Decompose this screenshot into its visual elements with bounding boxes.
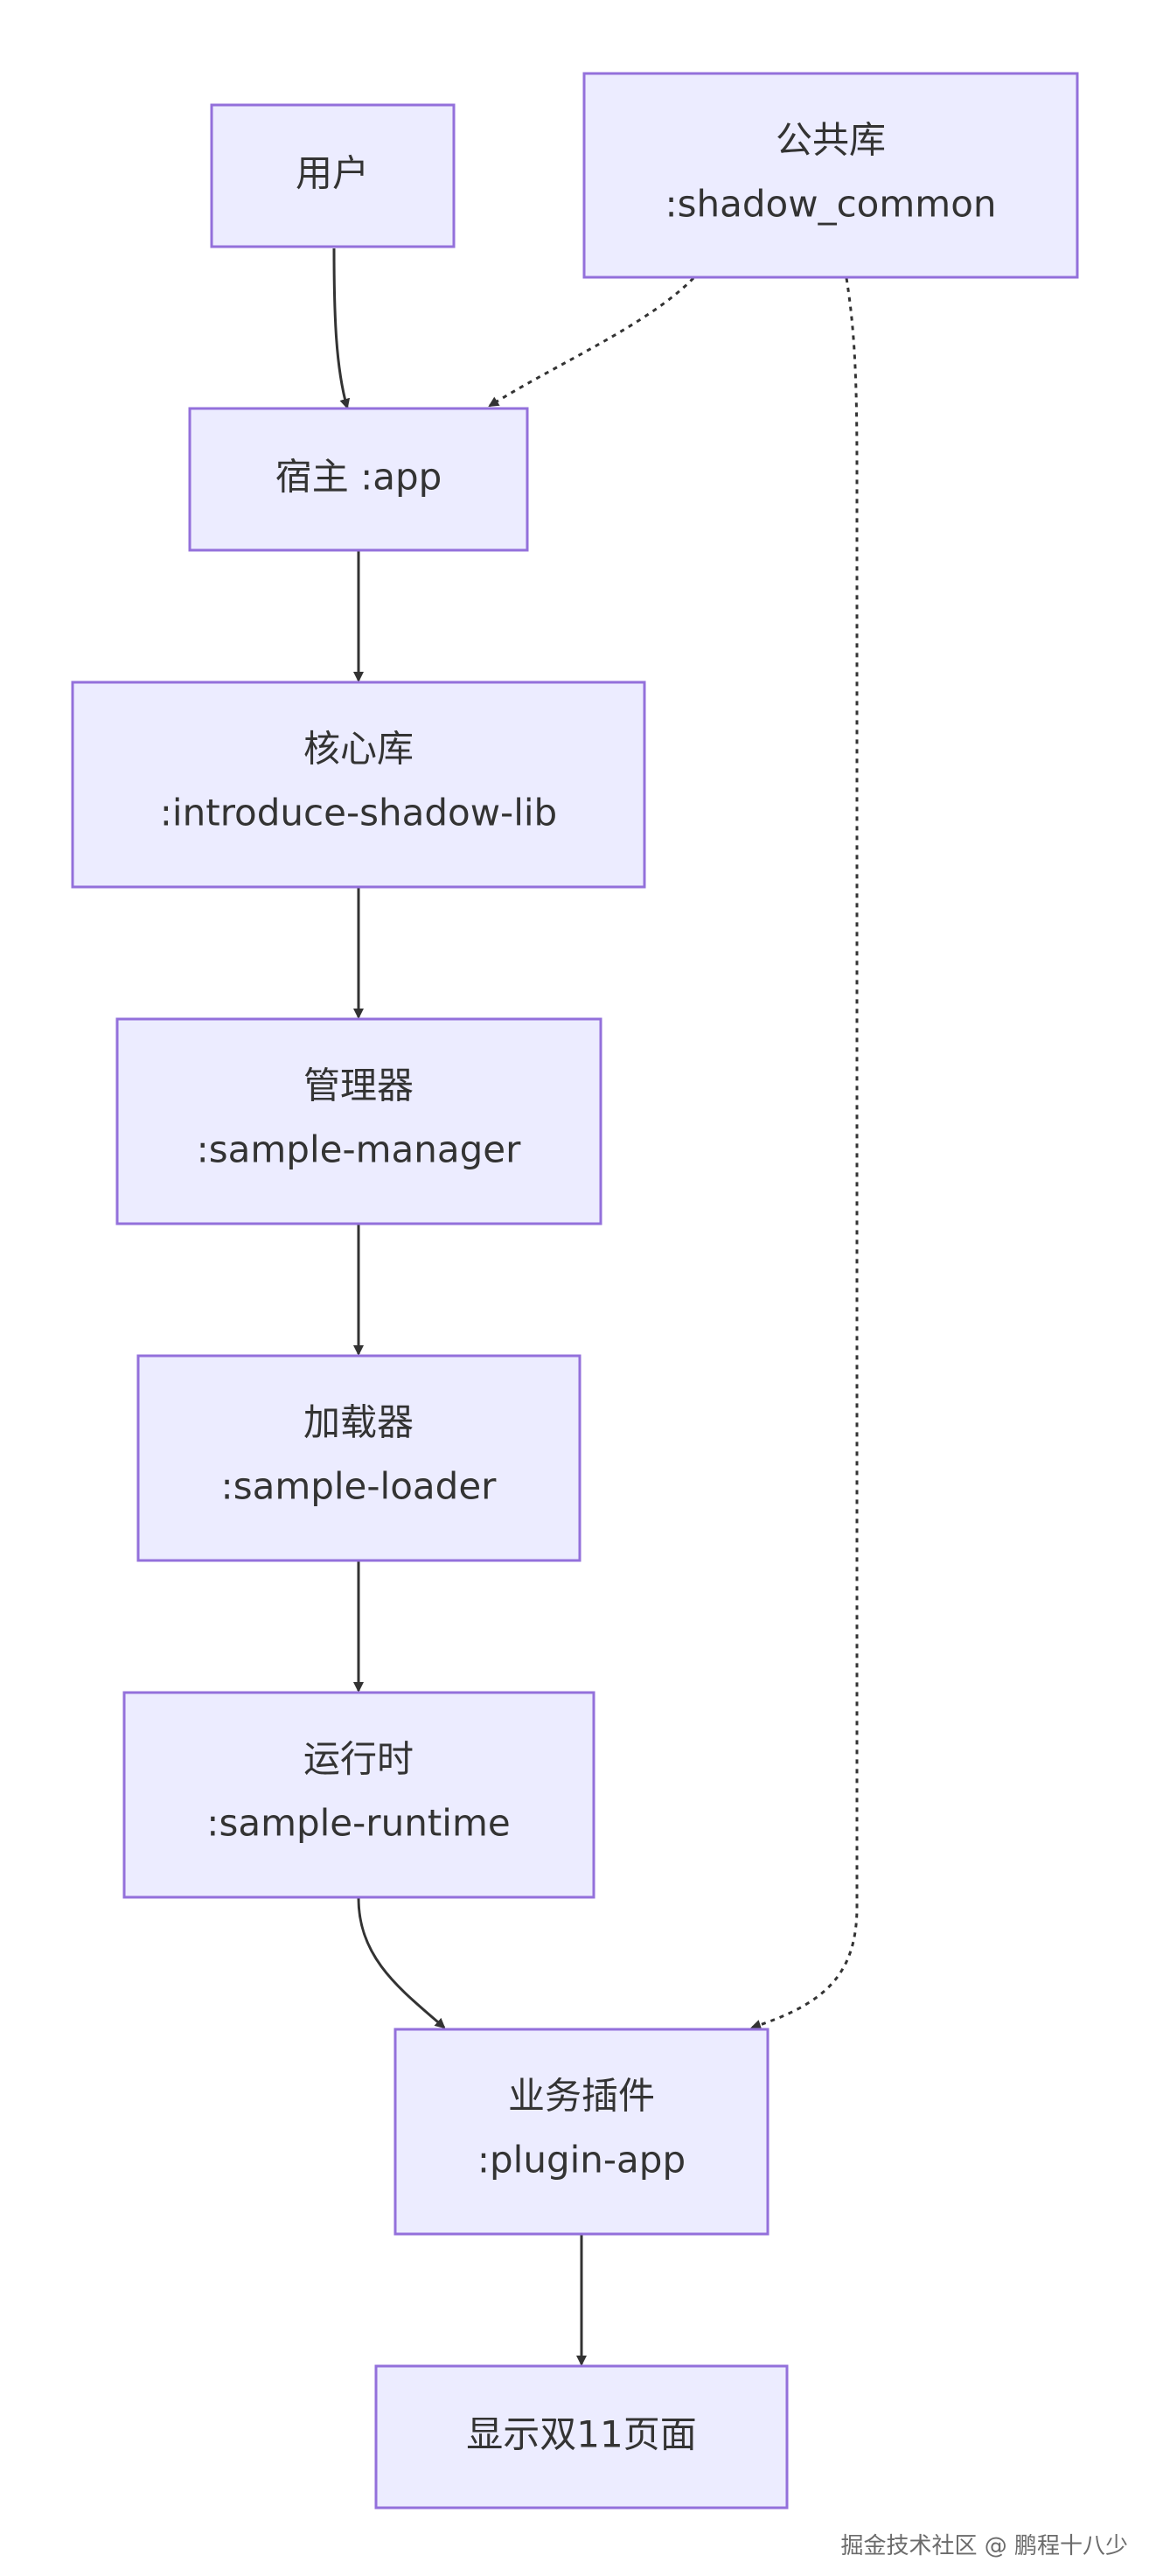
node-shadow-common-module: :shadow_common: [665, 183, 996, 226]
node-plugin-app-title: 业务插件: [508, 2075, 655, 2118]
node-core-lib-module: :introduce-shadow-lib: [160, 792, 557, 834]
node-sample-runtime-title: 运行时: [303, 1738, 414, 1781]
node-core-lib-title: 核心库: [303, 728, 414, 771]
node-sample-manager-module: :sample-manager: [197, 1128, 522, 1171]
edge-runtime-to-plugin: [357, 1897, 446, 2029]
node-plugin-app-module: :plugin-app: [477, 2139, 686, 2182]
edge-common-to-host: [488, 276, 695, 408]
node-sample-runtime-module: :sample-runtime: [206, 1802, 510, 1845]
node-shadow-common-title: 公共库: [776, 119, 886, 162]
node-host-app-label: 宿主 :app: [275, 456, 442, 499]
node-sample-loader: 加载器 :sample-loader: [136, 1354, 581, 1562]
node-host-app: 宿主 :app: [188, 407, 529, 552]
edge-common-to-plugin: [750, 277, 859, 2030]
node-display-page-label: 显示双11页面: [466, 2413, 696, 2456]
node-sample-manager-title: 管理器: [303, 1065, 414, 1107]
edge-user-to-host: [332, 248, 351, 409]
watermark-text: 掘金技术社区 @ 鹏程十八少: [840, 2533, 1128, 2559]
node-user: 用户: [210, 103, 456, 248]
node-display-page: 显示双11页面: [374, 2364, 789, 2510]
node-core-lib: 核心库 :introduce-shadow-lib: [71, 681, 646, 889]
node-sample-manager: 管理器 :sample-manager: [115, 1017, 602, 1225]
node-user-label: 用户: [296, 152, 369, 195]
node-sample-loader-title: 加载器: [303, 1401, 414, 1444]
node-plugin-app: 业务插件 :plugin-app: [393, 2028, 769, 2236]
node-shadow-common: 公共库 :shadow_common: [582, 72, 1079, 279]
node-sample-loader-module: :sample-loader: [221, 1465, 498, 1508]
node-sample-runtime: 运行时 :sample-runtime: [122, 1691, 595, 1899]
